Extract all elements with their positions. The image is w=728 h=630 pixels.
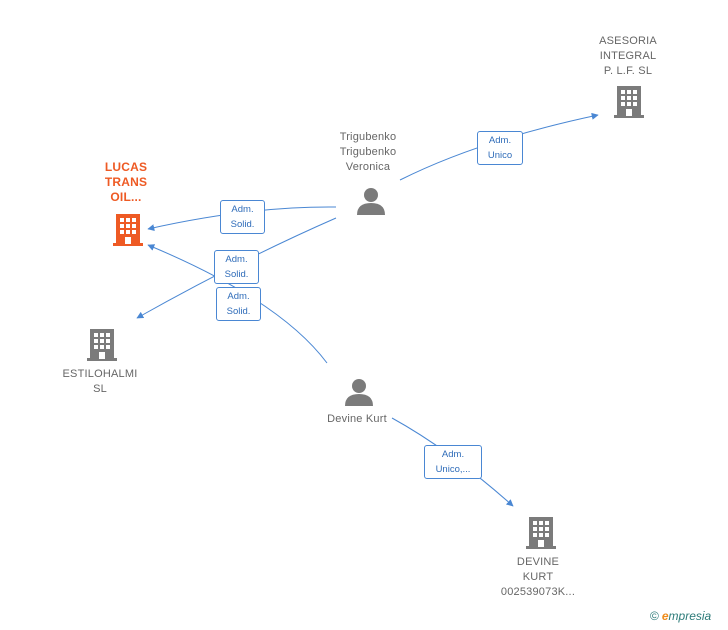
building-icon[interactable] — [525, 515, 557, 549]
copyright-icon: © — [650, 609, 659, 623]
edge-label-adm-solid[interactable]: Adm. Solid. — [214, 250, 259, 284]
building-icon[interactable] — [613, 84, 645, 118]
building-icon[interactable] — [86, 327, 118, 361]
empresia-brand: ©empresia — [650, 609, 711, 623]
edge-label-adm-solid[interactable]: Adm. Solid. — [220, 200, 265, 234]
node-label-asesoria[interactable]: ASESORIA INTEGRAL P. L.F. SL — [599, 35, 657, 77]
person-icon[interactable] — [355, 186, 387, 216]
node-label-estilohalmi[interactable]: ESTILOHALMI SL — [62, 368, 138, 395]
brand-name: mpresia — [668, 609, 712, 623]
building-icon[interactable] — [112, 212, 144, 246]
edge-label-adm-solid[interactable]: Adm. Solid. — [216, 287, 261, 321]
node-label-devine-kurt[interactable]: Devine Kurt — [327, 413, 387, 425]
node-label-devine-kurt-company[interactable]: DEVINE KURT 002539073K... — [500, 556, 576, 598]
edge-label-adm-unico[interactable]: Adm. Unico — [477, 131, 523, 165]
node-label-lucas[interactable]: LUCAS TRANS OIL... — [104, 160, 148, 204]
person-icon[interactable] — [343, 377, 375, 407]
edge-label-adm-unico-more[interactable]: Adm. Unico,... — [424, 445, 482, 479]
brand-initial: e — [661, 609, 669, 623]
node-label-trigubenko[interactable]: Trigubenko Trigubenko Veronica — [339, 131, 397, 173]
